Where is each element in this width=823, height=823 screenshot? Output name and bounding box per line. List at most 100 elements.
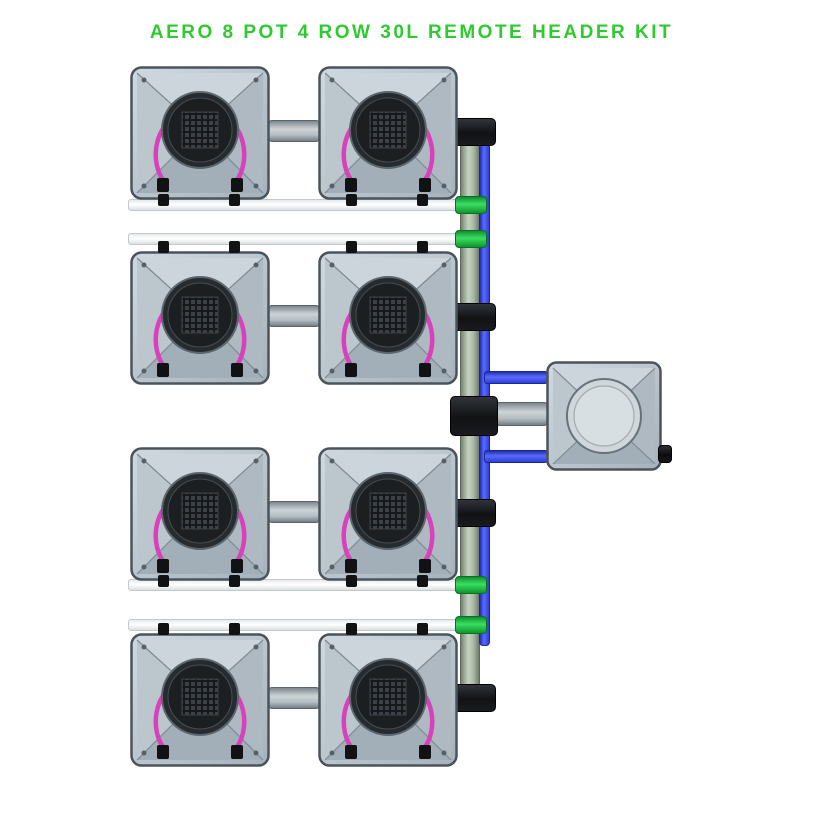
tube-fitting-right [231, 745, 243, 759]
drain-tab [346, 575, 357, 587]
pot-7 [130, 633, 270, 767]
mesh-screen [181, 492, 219, 530]
pot-5 [130, 447, 270, 581]
drain-tab [417, 623, 428, 635]
lid-fold-lines [324, 257, 452, 379]
lid-bolt [441, 564, 447, 570]
header-tank-graphic [546, 361, 662, 471]
tube-fitting-left [345, 745, 357, 759]
tube-fitting-left [157, 745, 169, 759]
mesh-screen [369, 111, 407, 149]
drain-tab [229, 575, 240, 587]
lid-bolt [141, 644, 147, 650]
lid-bolt [329, 564, 335, 570]
interconnect-pipe-row-1 [268, 120, 320, 142]
lid-fold-lines [324, 453, 452, 575]
lid-bolt [329, 458, 335, 464]
drain-tab [229, 241, 240, 253]
header-feed-pipe-bottom [484, 450, 548, 463]
drain-tab [158, 623, 169, 635]
tube-fitting-left [345, 178, 357, 192]
lid-bolt [141, 564, 147, 570]
mesh-screen [369, 678, 407, 716]
drain-tab [417, 194, 428, 206]
lid-bolt [329, 368, 335, 374]
tube-fitting-right [419, 363, 431, 377]
interconnect-pipe-row-4 [268, 687, 320, 709]
lid-fold-lines [324, 72, 452, 194]
lid-fold-lines [136, 257, 264, 379]
lid-bolt [441, 644, 447, 650]
pot-graphic [130, 251, 270, 385]
tube-fitting-left [345, 363, 357, 377]
mesh-screen [369, 296, 407, 334]
manifold-coupler-row-1 [455, 196, 487, 214]
header-lid-inner-circle [573, 385, 635, 447]
pot-graphic [130, 633, 270, 767]
lid-bolt [329, 750, 335, 756]
lid-bolt [253, 262, 259, 268]
lid-bolt [329, 77, 335, 83]
mesh-screen [181, 678, 219, 716]
lid-bolt [329, 183, 335, 189]
lid-bolt [141, 368, 147, 374]
manifold-coupler-row-2 [455, 230, 487, 248]
pot-graphic [318, 66, 458, 200]
lid-bolt [441, 77, 447, 83]
drain-tab [417, 241, 428, 253]
lid-bolt [253, 750, 259, 756]
lid-fold-lines [324, 639, 452, 761]
lid-bolt [253, 564, 259, 570]
interconnect-pipe-row-3 [268, 501, 320, 523]
pot-graphic [318, 251, 458, 385]
pot-graphic [318, 447, 458, 581]
manifold-center-fitting [450, 396, 498, 436]
diagram-title: AERO 8 POT 4 ROW 30L REMOTE HEADER KIT [149, 22, 674, 43]
mesh-screen [181, 111, 219, 149]
tube-fitting-right [419, 559, 431, 573]
pot-8 [318, 633, 458, 767]
drain-tab [158, 575, 169, 587]
drain-tab [346, 241, 357, 253]
tube-fitting-right [419, 745, 431, 759]
mesh-screen [181, 296, 219, 334]
drain-tab [158, 241, 169, 253]
tube-fitting-left [345, 559, 357, 573]
lid-bolt [329, 644, 335, 650]
pot-3 [130, 251, 270, 385]
lid-fold-lines [136, 453, 264, 575]
lid-bolt [253, 644, 259, 650]
lid-bolt [253, 183, 259, 189]
lid-bolt [141, 458, 147, 464]
lid-bolt [329, 262, 335, 268]
lid-bolt [253, 368, 259, 374]
pot-4 [318, 251, 458, 385]
pot-graphic [318, 633, 458, 767]
pot-2 [318, 66, 458, 200]
lid-bolt [441, 750, 447, 756]
lid-fold-lines [136, 72, 264, 194]
drain-tab [346, 623, 357, 635]
lid-bolt [141, 77, 147, 83]
pot-graphic [130, 447, 270, 581]
lid-bolt [441, 458, 447, 464]
lid-fold-lines [136, 639, 264, 761]
lid-bolt [141, 262, 147, 268]
drain-tab [346, 194, 357, 206]
drain-tab [229, 194, 240, 206]
tube-fitting-left [157, 178, 169, 192]
mesh-screen [369, 492, 407, 530]
header-tank [546, 361, 662, 471]
manifold-coupler-row-3 [455, 576, 487, 594]
lid-bolt [441, 183, 447, 189]
drain-tab [229, 623, 240, 635]
header-return-pipe [494, 402, 548, 426]
tube-fitting-right [231, 559, 243, 573]
manifold-coupler-row-4 [455, 616, 487, 634]
lid-bolt [141, 750, 147, 756]
tube-fitting-right [231, 363, 243, 377]
lid-bolt [253, 458, 259, 464]
tube-fitting-left [157, 363, 169, 377]
lid-bolt [441, 368, 447, 374]
